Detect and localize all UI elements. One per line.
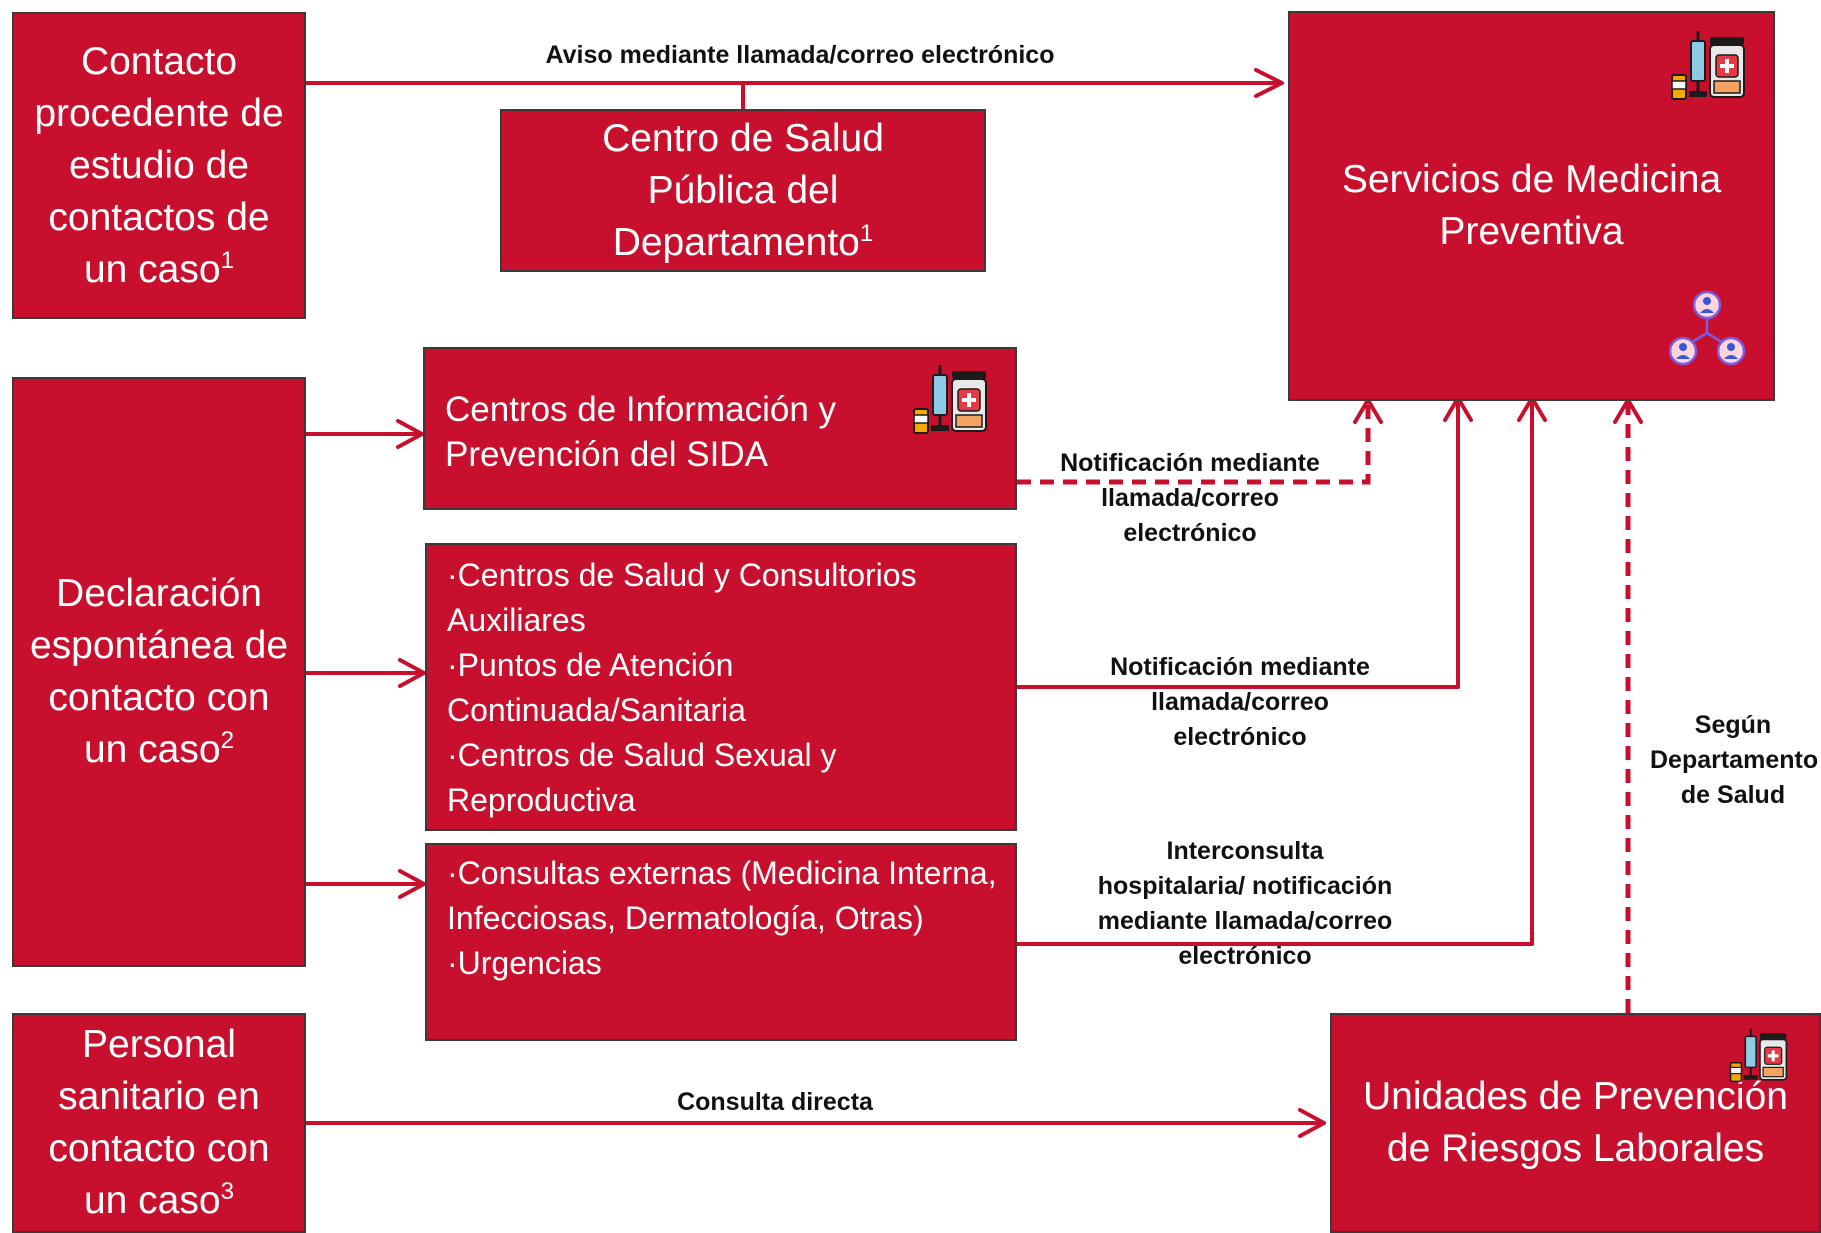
box-declaracion-espontanea: Declaración espontánea de contacto con u… [12, 377, 306, 967]
label-aviso: Aviso mediante llamada/correo electrónic… [545, 41, 1055, 69]
label-notificacion-cips: Notificación mediante llamada/correo ele… [1060, 449, 1320, 547]
box-centros-salud: ·Centros de Salud y Consultorios Auxilia… [425, 543, 1017, 831]
box-contacto-estudio: Contacto procedente de estudio de contac… [12, 12, 306, 319]
arrow-interconsulta [1015, 396, 1534, 946]
vaccine-medicine-icon [1729, 1028, 1788, 1083]
box-centro-salud-publica: Centro de Salud Pública del Departamento… [500, 109, 986, 272]
label-interconsulta: Interconsulta hospitalaria/ notificación… [1097, 837, 1393, 970]
arrow-notif-centros [1015, 396, 1460, 689]
box-unidades-prevencion: Unidades de Prevención de Riesgos Labora… [1330, 1013, 1821, 1233]
list-item: ·Centros de Salud y Consultorios Auxilia… [447, 557, 917, 638]
label-consulta-directa: Consulta directa [677, 1088, 873, 1116]
box-personal-sanitario: Personal sanitario en contacto con un ca… [12, 1013, 306, 1233]
label-segun-departamento: Según Departamento de Salud [1650, 711, 1819, 809]
label-notificacion-centros: Notificación mediante llamada/correo ele… [1110, 653, 1370, 751]
box-consultas-externas: ·Consultas externas (Medicina Interna, I… [425, 843, 1017, 1041]
vaccine-medicine-icon [1671, 31, 1745, 100]
vaccine-medicine-icon [913, 365, 987, 434]
list-item: ·Urgencias [447, 945, 602, 981]
arrow-notif-cips [1017, 402, 1371, 485]
arrowhead-aviso [1254, 68, 1284, 98]
people-network-icon [1668, 290, 1746, 366]
list-item: ·Consultas externas (Medicina Interna, I… [447, 855, 997, 936]
box-centros-informacion-sida: Centros de Información y Prevención del … [423, 347, 1017, 510]
list-item: ·Puntos de Atención Continuada/Sanitaria [447, 647, 746, 728]
list-item: ·Centros de Salud Sexual y Reproductiva [447, 737, 837, 818]
